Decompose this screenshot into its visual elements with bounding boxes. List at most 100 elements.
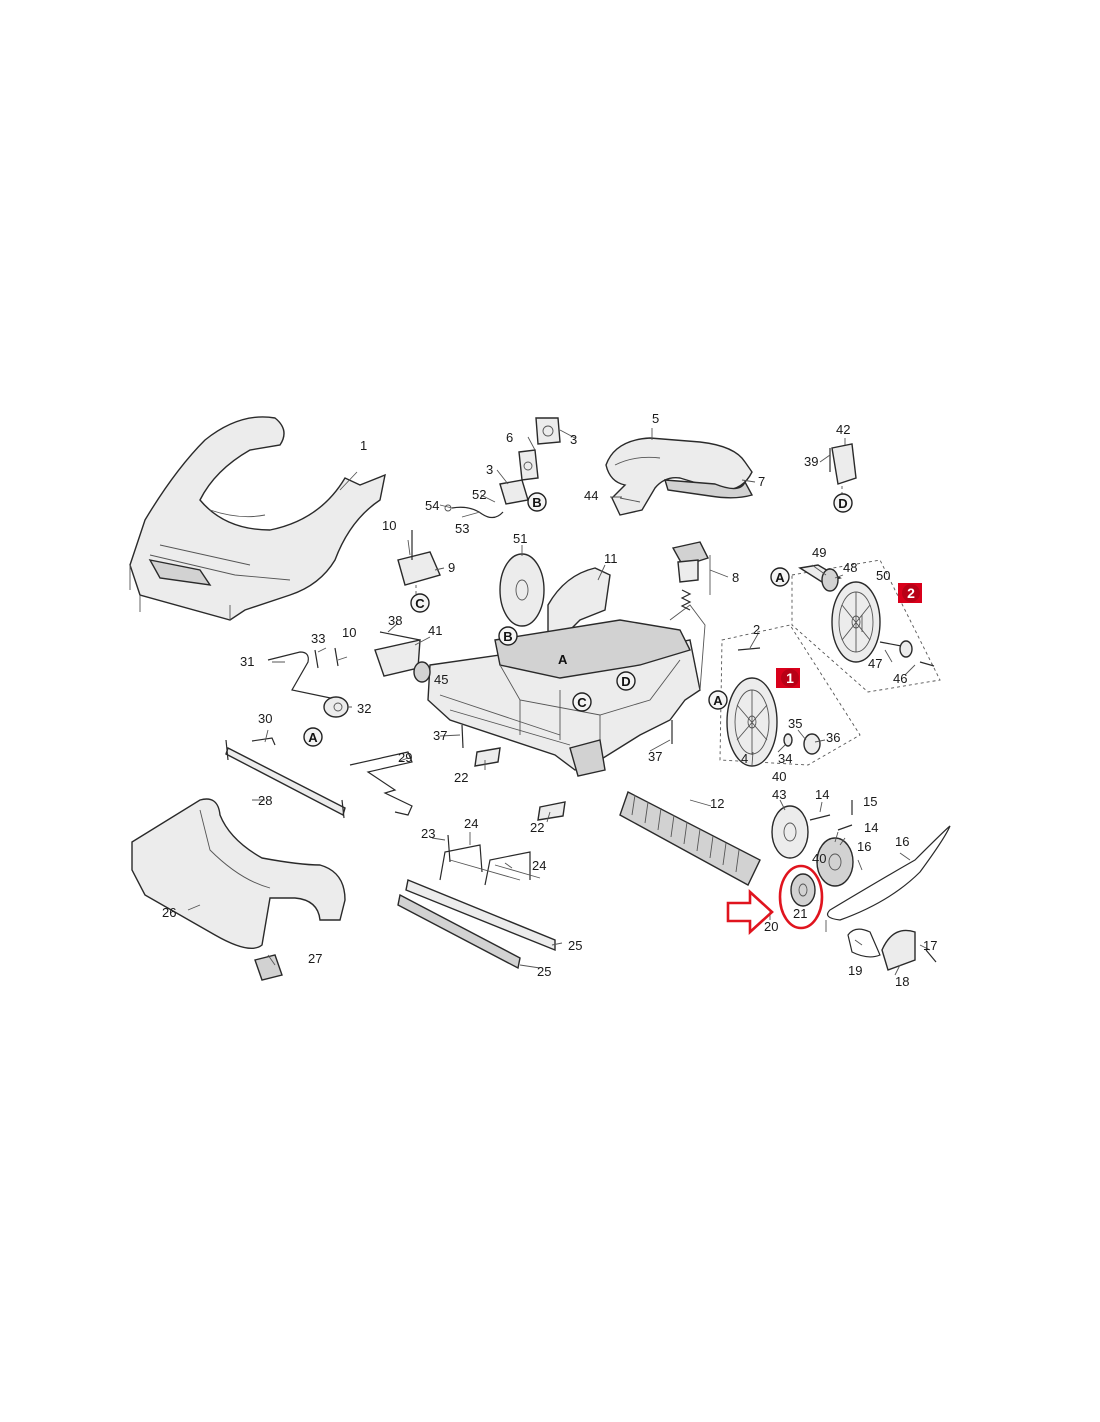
part-label-48: 48 — [843, 560, 857, 575]
highlight-ellipse — [778, 864, 824, 930]
part-label-47: 47 — [868, 656, 882, 671]
ref-marker-b: B — [527, 492, 547, 512]
ref-marker-a: A — [770, 567, 790, 587]
part-22-clips — [474, 747, 566, 821]
part-label-39: 39 — [804, 454, 818, 469]
part-label-36: 36 — [826, 730, 840, 745]
part-label-20: 20 — [764, 919, 778, 934]
part-label-14: 14 — [815, 787, 829, 802]
ref-letter-a-chassis: A — [558, 652, 568, 667]
svg-text:A: A — [713, 693, 723, 708]
part-label-16: 16 — [895, 834, 909, 849]
part-label-23: 23 — [421, 826, 435, 841]
part-label-11: 11 — [604, 551, 618, 566]
group-badge-1: 1 — [776, 668, 800, 688]
ref-marker-a: A — [303, 727, 323, 747]
part-12-brush-roll — [619, 791, 761, 886]
part-label-38: 38 — [388, 613, 402, 628]
part-label-12: 12 — [710, 796, 724, 811]
part-24-25-lower-bars — [397, 834, 556, 970]
part-9-bracket — [397, 530, 441, 598]
part-label-21: 21 — [793, 906, 807, 921]
ref-marker-d: D — [616, 671, 636, 691]
part-label-17: 17 — [923, 938, 937, 953]
part-belts — [827, 825, 951, 971]
part-42-bracket — [829, 443, 857, 498]
part-label-54: 54 — [425, 498, 439, 513]
part-label-25: 25 — [568, 938, 582, 953]
part-label-34: 34 — [778, 751, 792, 766]
part-label-52: 52 — [472, 487, 486, 502]
part-label-22: 22 — [454, 770, 468, 785]
part-label-27: 27 — [308, 951, 322, 966]
part-label-45: 45 — [434, 672, 448, 687]
part-label-10: 10 — [342, 625, 356, 640]
part-label-40: 40 — [812, 851, 826, 866]
highlight-arrow-icon — [726, 889, 774, 935]
part-41-plate — [374, 631, 431, 683]
svg-text:D: D — [838, 496, 847, 511]
part-26-skirt — [131, 798, 346, 981]
part-label-10: 10 — [382, 518, 396, 533]
group-badge-2: 2 — [898, 583, 922, 603]
part-label-19: 19 — [848, 963, 862, 978]
part-31-axle — [267, 647, 349, 718]
part-label-37: 37 — [648, 749, 662, 764]
part-label-46: 46 — [893, 671, 907, 686]
part-label-40: 40 — [772, 769, 786, 784]
part-label-41: 41 — [428, 623, 442, 638]
part-label-35: 35 — [788, 716, 802, 731]
part-28-bar — [225, 737, 346, 819]
part-label-51: 51 — [513, 531, 527, 546]
part-labels: 1 2 3 3 4 5 6 7 8 9 10 10 11 12 14 14 15… — [162, 411, 937, 989]
ref-marker-c: C — [572, 692, 592, 712]
part-29-wire — [349, 751, 413, 816]
part-label-50: 50 — [876, 568, 890, 583]
part-1-cover — [129, 416, 386, 621]
part-label-1: 1 — [360, 438, 367, 453]
part-label-16: 16 — [857, 839, 871, 854]
leader-lines — [187, 428, 931, 976]
part-label-53: 53 — [455, 521, 469, 536]
part-label-37: 37 — [433, 728, 447, 743]
part-label-33: 33 — [311, 631, 325, 646]
part-label-4: 4 — [741, 751, 748, 766]
svg-text:1: 1 — [786, 670, 794, 686]
svg-text:C: C — [415, 596, 425, 611]
part-label-30: 30 — [258, 711, 272, 726]
part-label-24: 24 — [532, 858, 546, 873]
part-label-6: 6 — [506, 430, 513, 445]
part-label-25: 25 — [537, 964, 551, 979]
highlight-part-21 — [726, 864, 824, 935]
ref-marker-c: C — [410, 593, 430, 613]
ref-marker-b: B — [498, 626, 518, 646]
part-label-49: 49 — [812, 545, 826, 560]
part-label-7: 7 — [758, 474, 765, 489]
part-label-18: 18 — [895, 974, 909, 989]
part-label-9: 9 — [448, 560, 455, 575]
wheel-group-1 — [719, 624, 861, 767]
svg-text:C: C — [577, 695, 587, 710]
part-label-15: 15 — [863, 794, 877, 809]
ref-marker-a: A — [708, 690, 728, 710]
part-label-28: 28 — [258, 793, 272, 808]
svg-text:2: 2 — [907, 585, 915, 601]
part-label-2: 2 — [753, 622, 760, 637]
part-label-24: 24 — [464, 816, 478, 831]
part-label-22: 22 — [530, 820, 544, 835]
svg-text:B: B — [532, 495, 541, 510]
part-label-3: 3 — [570, 432, 577, 447]
part-37-screws — [461, 720, 673, 749]
part-label-29: 29 — [398, 750, 412, 765]
part-label-3: 3 — [486, 462, 493, 477]
reference-markers: A A A B B C C D — [303, 492, 853, 747]
part-label-5: 5 — [652, 411, 659, 426]
part-8-switch — [671, 541, 709, 611]
ref-marker-d: D — [833, 493, 853, 513]
part-51-disc — [499, 553, 545, 627]
part-label-26: 26 — [162, 905, 176, 920]
svg-text:A: A — [308, 730, 318, 745]
svg-text:A: A — [775, 570, 785, 585]
part-label-8: 8 — [732, 570, 739, 585]
